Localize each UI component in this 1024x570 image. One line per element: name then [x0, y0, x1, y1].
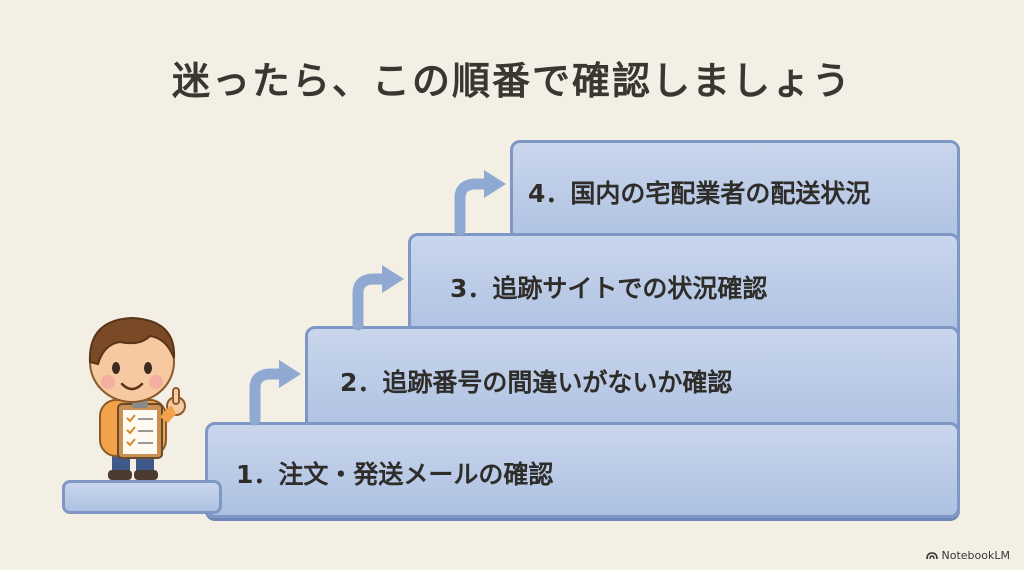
ground-ledge [62, 480, 222, 514]
brand-watermark: NotebookLM [926, 549, 1010, 562]
step-label-4: 4．国内の宅配業者の配送状況 [528, 179, 871, 208]
clipboard-person-icon [88, 316, 186, 480]
page-title: 迷ったら、この順番で確認しましょう [171, 59, 852, 103]
step-1 [205, 422, 960, 518]
step-label-3: 3．追跡サイトでの状況確認 [450, 274, 768, 303]
notebook-icon [926, 552, 938, 560]
step-4 [510, 140, 960, 250]
step-3 [408, 233, 960, 343]
brand-label: NotebookLM [941, 549, 1010, 562]
step-label-1: 1．注文・発送メールの確認 [236, 460, 554, 489]
step-label-2: 2．追跡番号の間違いがないか確認 [340, 368, 733, 397]
curved-up-right-arrow-icon [249, 360, 301, 426]
curved-up-right-arrow-icon [352, 265, 404, 331]
curved-up-right-arrow-icon [454, 170, 506, 236]
